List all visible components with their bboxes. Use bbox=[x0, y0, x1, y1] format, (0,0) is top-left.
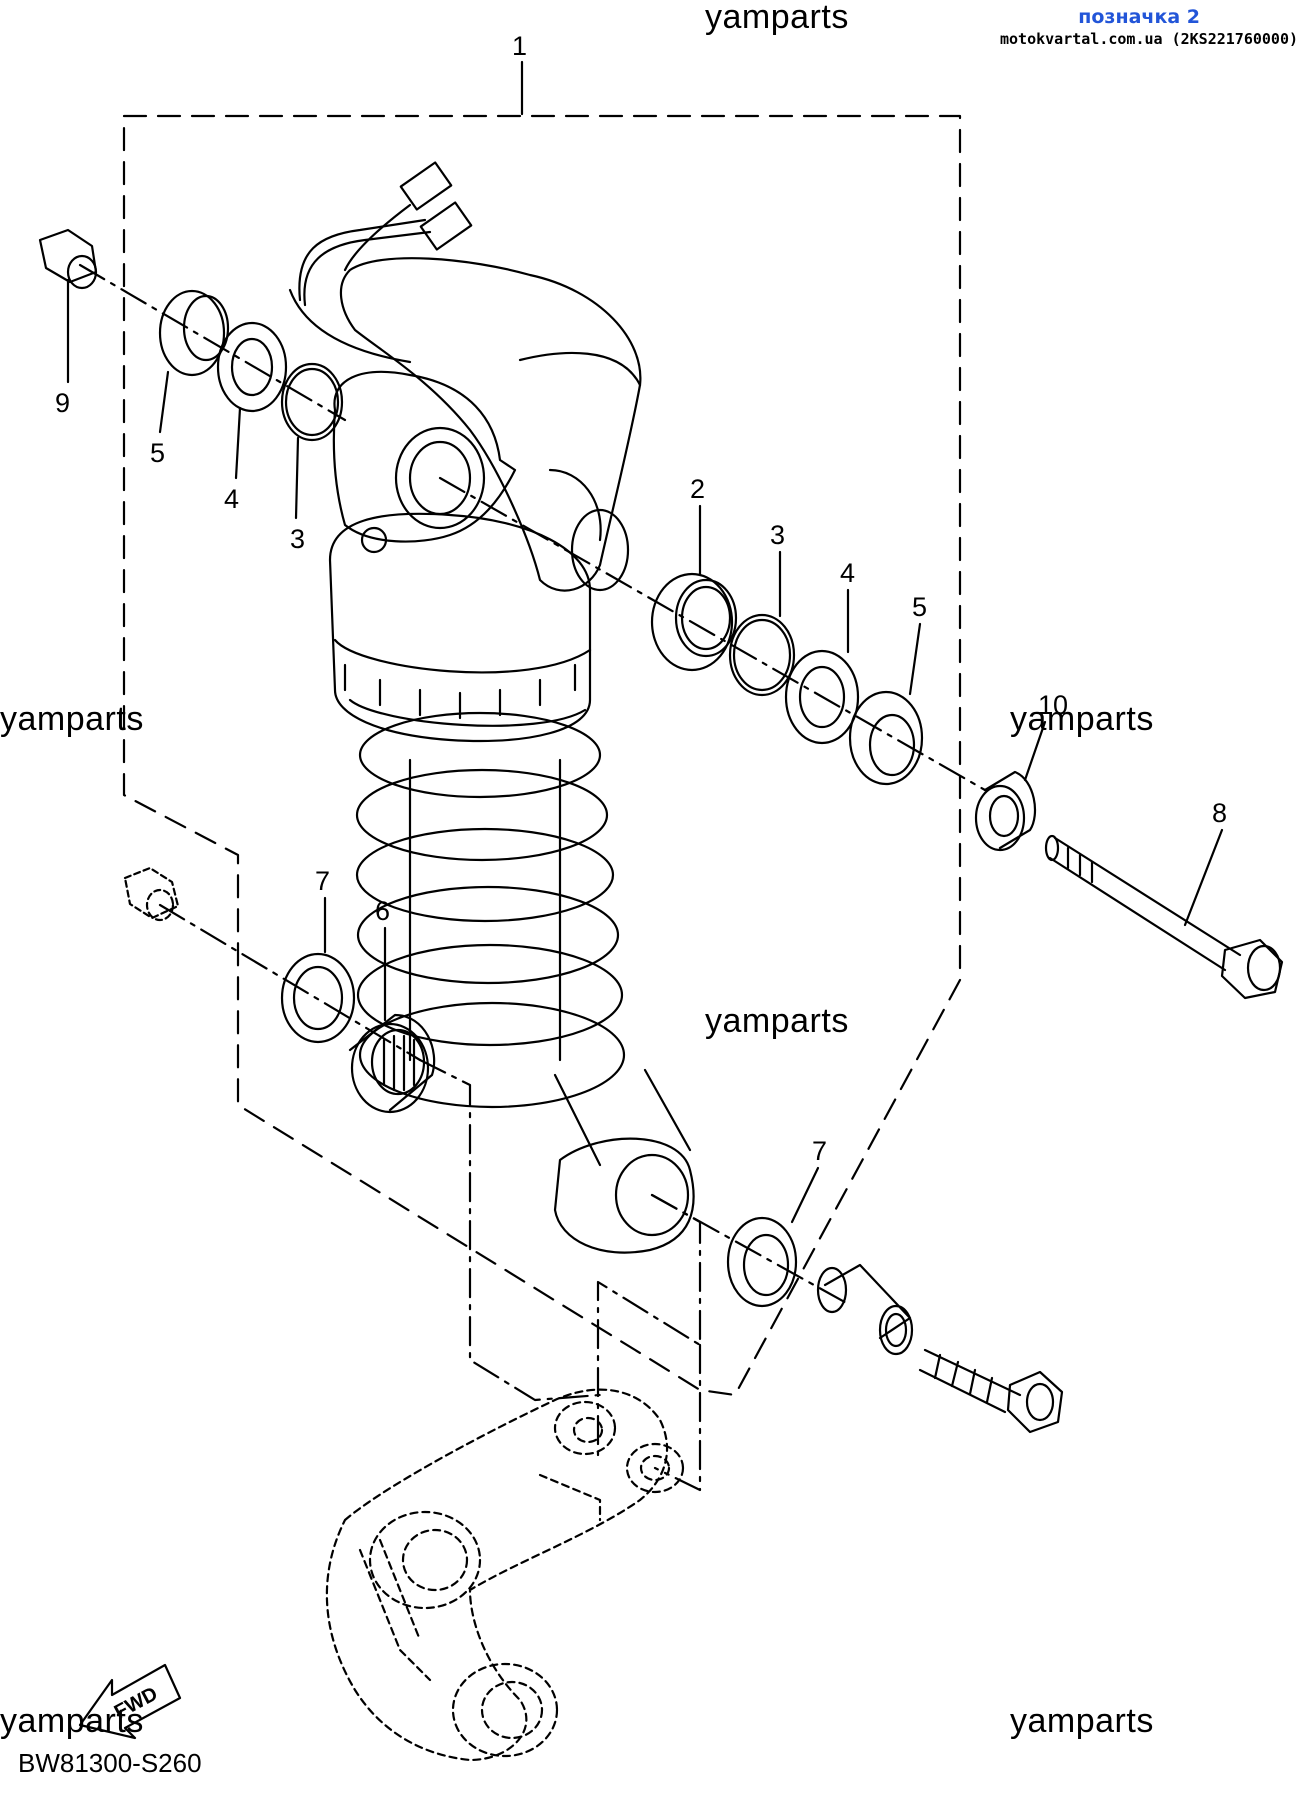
callout-7: 7 bbox=[315, 866, 330, 896]
callout-leader-7 bbox=[790, 1166, 820, 1224]
washer-part-4-right bbox=[784, 649, 860, 745]
nut-part-9 bbox=[38, 228, 98, 290]
seal-part-7-left bbox=[280, 952, 356, 1044]
oring-part-3-right bbox=[728, 613, 796, 697]
reservoir-body bbox=[339, 257, 642, 592]
callout-leader-8 bbox=[1183, 828, 1224, 927]
wire-harness bbox=[303, 230, 432, 307]
shock-bottom-eye bbox=[553, 1137, 695, 1254]
damper-body bbox=[408, 758, 562, 1062]
callout-leader-3 bbox=[294, 436, 300, 520]
wire-harness bbox=[288, 288, 412, 364]
callout-leader-4 bbox=[234, 406, 242, 480]
reservoir-cap bbox=[570, 508, 630, 592]
watermark-right: yamparts bbox=[1010, 700, 1154, 738]
damper-rod bbox=[553, 1068, 692, 1167]
assembly-axis-upper bbox=[78, 263, 347, 422]
callout-3: 3 bbox=[290, 524, 305, 554]
preload-collar bbox=[348, 698, 587, 727]
badge-subtitle: motokvartal.com.ua (2KS221760000) bbox=[999, 30, 1298, 48]
connector-icon bbox=[399, 161, 453, 211]
shock-top-eye bbox=[332, 370, 517, 543]
nut-lower-dashed bbox=[123, 866, 180, 922]
seal-part-7-right bbox=[726, 1216, 798, 1308]
linkage-leader bbox=[596, 1193, 702, 1457]
coil-spring bbox=[355, 711, 626, 1109]
watermark-left: yamparts bbox=[0, 700, 144, 738]
diagram-code: BW81300-S260 bbox=[18, 1748, 202, 1778]
callout-leader-10 bbox=[1023, 720, 1047, 782]
preload-collar bbox=[328, 512, 592, 743]
wire-harness bbox=[298, 218, 427, 302]
shock-top-eye-bore bbox=[394, 426, 486, 530]
assembly-axis-upper bbox=[438, 476, 987, 792]
assembly-boundary bbox=[122, 114, 962, 1397]
bolt-lower bbox=[918, 1348, 1064, 1434]
bolt-part-8 bbox=[1044, 834, 1284, 1000]
callout-2: 2 bbox=[690, 474, 705, 504]
watermark-bottom-left: yamparts bbox=[0, 1702, 144, 1740]
callout-9: 9 bbox=[55, 388, 70, 418]
linkage-leader bbox=[418, 1058, 602, 1402]
collar-lower bbox=[816, 1263, 914, 1356]
shock-bottom-eye-bore bbox=[614, 1153, 690, 1237]
reservoir-body bbox=[548, 468, 602, 542]
watermark-bottom-right: yamparts bbox=[1010, 1702, 1154, 1740]
preload-collar-notches bbox=[343, 663, 577, 720]
callout-leader-5 bbox=[158, 370, 170, 434]
callout-3: 3 bbox=[770, 520, 785, 550]
assembly-axis-lower bbox=[650, 1193, 852, 1307]
watermark-top: yamparts bbox=[705, 0, 849, 36]
callout-7: 7 bbox=[812, 1136, 827, 1166]
callout-4: 4 bbox=[224, 484, 239, 514]
wire-harness bbox=[343, 203, 412, 272]
callout-leader-5 bbox=[908, 622, 922, 696]
connector-icon bbox=[419, 201, 473, 251]
collar-part-5-left bbox=[158, 289, 230, 377]
watermark-center: yamparts bbox=[705, 1002, 849, 1040]
collar-part-5-right bbox=[848, 690, 924, 786]
reservoir-body bbox=[518, 351, 642, 387]
sleeve-part-10 bbox=[974, 770, 1037, 852]
oring-part-3-left bbox=[280, 362, 344, 442]
badge-title: позначка 2 bbox=[1078, 6, 1200, 28]
callout-1: 1 bbox=[512, 31, 527, 61]
callout-4: 4 bbox=[840, 558, 855, 588]
assembly-axis-lower bbox=[158, 903, 422, 1062]
callout-5: 5 bbox=[150, 438, 165, 468]
preload-collar bbox=[333, 638, 592, 674]
fwd-arrow-icon bbox=[78, 1663, 182, 1740]
callout-8: 8 bbox=[1212, 798, 1227, 828]
bearing-part-2 bbox=[650, 572, 738, 672]
washer-part-4-left bbox=[216, 321, 288, 413]
linkage-leader bbox=[653, 1343, 702, 1492]
bleed-screw-icon bbox=[360, 526, 388, 554]
relay-arm-linkage bbox=[325, 1388, 685, 1762]
callout-10: 10 bbox=[1038, 690, 1068, 720]
callout-5: 5 bbox=[912, 592, 927, 622]
callout-6: 6 bbox=[375, 896, 390, 926]
